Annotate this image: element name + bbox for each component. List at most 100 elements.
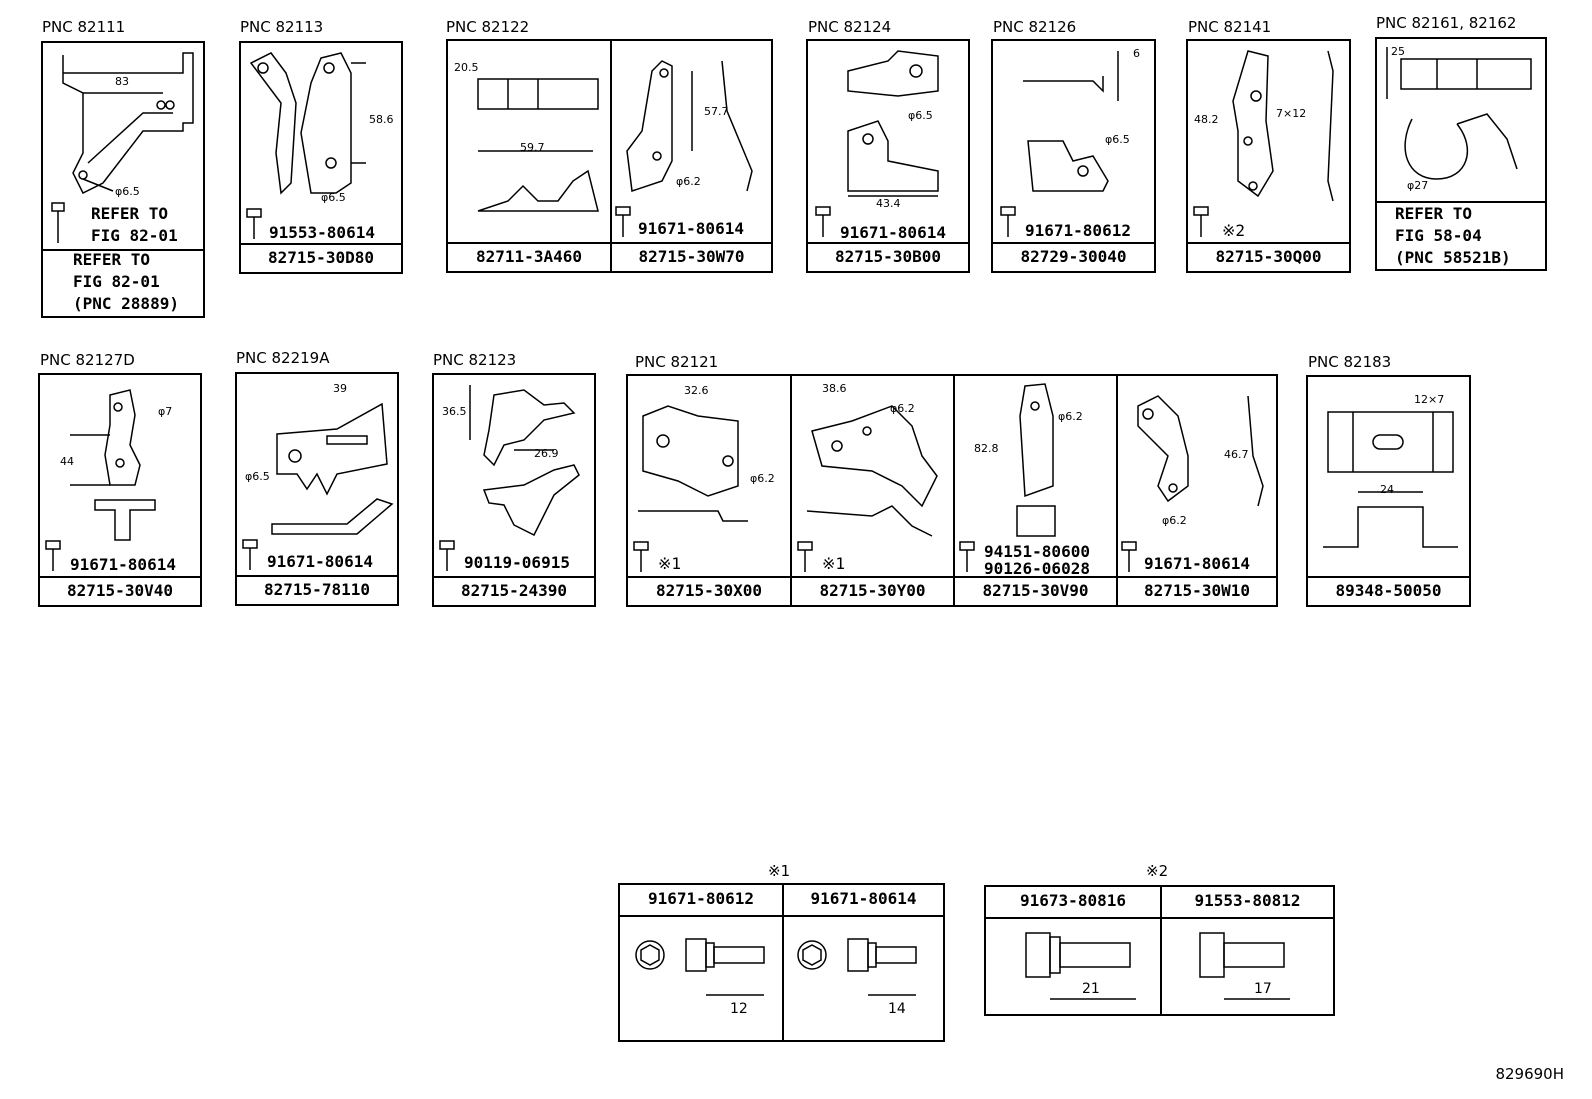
pnc-label: PNC 82127D [40, 351, 135, 369]
dim-label: 58.6 [369, 113, 394, 126]
bracket-drawing [638, 405, 748, 522]
bolt-part-number: 94151-80600 [984, 542, 1090, 561]
dim-label: 7×12 [1276, 107, 1307, 120]
divider [1377, 201, 1545, 203]
bolt-note-mark: ※1 [822, 554, 846, 573]
panel-82121[interactable]: 32.6 φ6.2 ※1 38.6 φ6.2 ※1 82.8 φ6.2 9415… [626, 374, 1278, 607]
note2-table[interactable]: 91673-80816 91553-80812 21 17 [984, 885, 1335, 1016]
dim-label: φ6.5 [908, 109, 933, 122]
divider [790, 376, 792, 605]
bolt-icon [439, 540, 455, 571]
panel-82127d[interactable]: 44 φ7 91671-80614 82715-30V40 [38, 373, 202, 607]
length-label: 14 [888, 1001, 906, 1017]
bolt-icon [1025, 932, 1136, 1000]
bracket-drawing [1016, 383, 1056, 537]
dim-label: 39 [333, 382, 347, 395]
bolt-icon [797, 541, 813, 572]
panel-82126[interactable]: 6 φ6.5 91671-80612 82729-30040 [991, 39, 1156, 273]
part-number: 82715-30D80 [241, 243, 401, 272]
bolt-part-number: 90119-06915 [464, 553, 570, 572]
bracket-drawing [249, 52, 366, 195]
bolt-part-number: 91671-80614 [70, 555, 176, 574]
panel-82124[interactable]: φ6.5 43.4 91671-80614 82715-30B00 [806, 39, 970, 273]
pnc-label: PNC 82126 [993, 18, 1077, 36]
dim-label: 6 [1133, 47, 1140, 60]
dim-label: 83 [115, 75, 129, 88]
bracket-drawing [1137, 395, 1264, 507]
panel-82161-82162[interactable]: 25 φ27 REFER TO FIG 58-04 (PNC 58521B) [1375, 37, 1547, 271]
pnc-label: PNC 82122 [446, 18, 530, 36]
refer-to-text: REFER TO FIG 82-01 [91, 204, 178, 245]
dim-label: φ6.2 [1058, 410, 1083, 423]
diagram-id: 829690H [1495, 1065, 1564, 1083]
part-number: 82715-30V40 [40, 576, 200, 605]
dim-label: 46.7 [1224, 448, 1249, 461]
divider [1160, 887, 1162, 1014]
divider [953, 376, 955, 605]
divider [610, 41, 612, 271]
bracket-drawing [62, 52, 194, 195]
length-label: 21 [1082, 981, 1100, 997]
pnc-label: PNC 82183 [1308, 353, 1392, 371]
table-header: 91673-80816 [986, 887, 1160, 919]
table-header: 91671-80612 [620, 885, 782, 917]
panel-82141[interactable]: 48.2 7×12 ※2 82715-30Q00 [1186, 39, 1351, 273]
bolt-icon [1199, 932, 1290, 1000]
panel-82183[interactable]: 12×7 24 89348-50050 [1306, 375, 1471, 607]
pnc-label: PNC 82123 [433, 351, 517, 369]
dim-label: 38.6 [822, 382, 847, 395]
dim-label: 25 [1391, 45, 1405, 58]
note1-table[interactable]: 91671-80612 91671-80614 12 14 [618, 883, 945, 1042]
dim-label: 36.5 [442, 405, 467, 418]
pnc-label: PNC 82161, 82162 [1376, 14, 1517, 32]
dim-label: 24 [1380, 483, 1394, 496]
dim-label: 43.4 [876, 197, 901, 210]
bolt-icon [815, 206, 831, 237]
note-mark: ※1 [768, 862, 791, 880]
bolt-part-number: 91553-80614 [269, 223, 375, 242]
bracket-drawing [1232, 50, 1334, 202]
dim-label: φ27 [1407, 179, 1429, 192]
panel-82123[interactable]: 36.5 26.9 90119-06915 82715-24390 [432, 373, 596, 607]
length-label: 12 [730, 1001, 748, 1017]
pnc-label: PNC 82113 [240, 18, 324, 36]
clamp-drawing [477, 78, 599, 212]
table-header: 91553-80812 [1162, 887, 1333, 919]
dim-label: 57.7 [704, 105, 729, 118]
dim-label: φ6.2 [676, 175, 701, 188]
dim-label: 12×7 [1414, 393, 1445, 406]
bracket-drawing [271, 402, 394, 535]
part-number: 82715-30X00 [628, 576, 790, 605]
part-number: 82715-30V90 [955, 576, 1116, 605]
pnc-label: PNC 82121 [635, 353, 719, 371]
panel-82219a[interactable]: 39 φ6.5 91671-80614 82715-78110 [235, 372, 399, 606]
bracket-drawing [469, 385, 580, 537]
part-number: 82715-30W70 [612, 242, 771, 271]
bolt-part-number: 91671-80614 [840, 223, 946, 242]
panel-82122[interactable]: 20.5 59.7 57.7 φ6.2 91671-80614 82711-3A… [446, 39, 773, 273]
dim-label: 26.9 [534, 447, 559, 460]
divider [1116, 376, 1118, 605]
dim-label: φ6.5 [115, 185, 140, 198]
part-number: 89348-50050 [1308, 576, 1469, 605]
bolt-icon [1000, 206, 1016, 237]
dim-label: φ6.2 [750, 472, 775, 485]
part-number: 82715-30B00 [808, 242, 968, 271]
dim-label: φ6.5 [245, 470, 270, 483]
dim-label: φ6.2 [1162, 514, 1187, 527]
bracket-drawing [626, 60, 753, 193]
bolt-part-number: 91671-80614 [1144, 554, 1250, 573]
pnc-label: PNC 82124 [808, 18, 892, 36]
bolt-part-number: 90126-06028 [984, 559, 1090, 578]
panel-82113[interactable]: 58.6 φ6.5 91553-80614 82715-30D80 [239, 41, 403, 274]
note-mark: ※2 [1146, 862, 1169, 880]
dim-label: φ7 [158, 405, 173, 418]
bracket-drawing [806, 405, 938, 537]
part-number: 82729-30040 [993, 242, 1154, 271]
bolt-part-number: ※2 [1222, 221, 1246, 240]
dim-label: 20.5 [454, 61, 479, 74]
panel-82111[interactable]: 83 φ6.5 REFER TO FIG 82-01 REFER TO FIG … [41, 41, 205, 318]
bolt-icon [1193, 206, 1209, 237]
bolt-note-mark: ※1 [658, 554, 682, 573]
bolt-icon [246, 208, 262, 239]
